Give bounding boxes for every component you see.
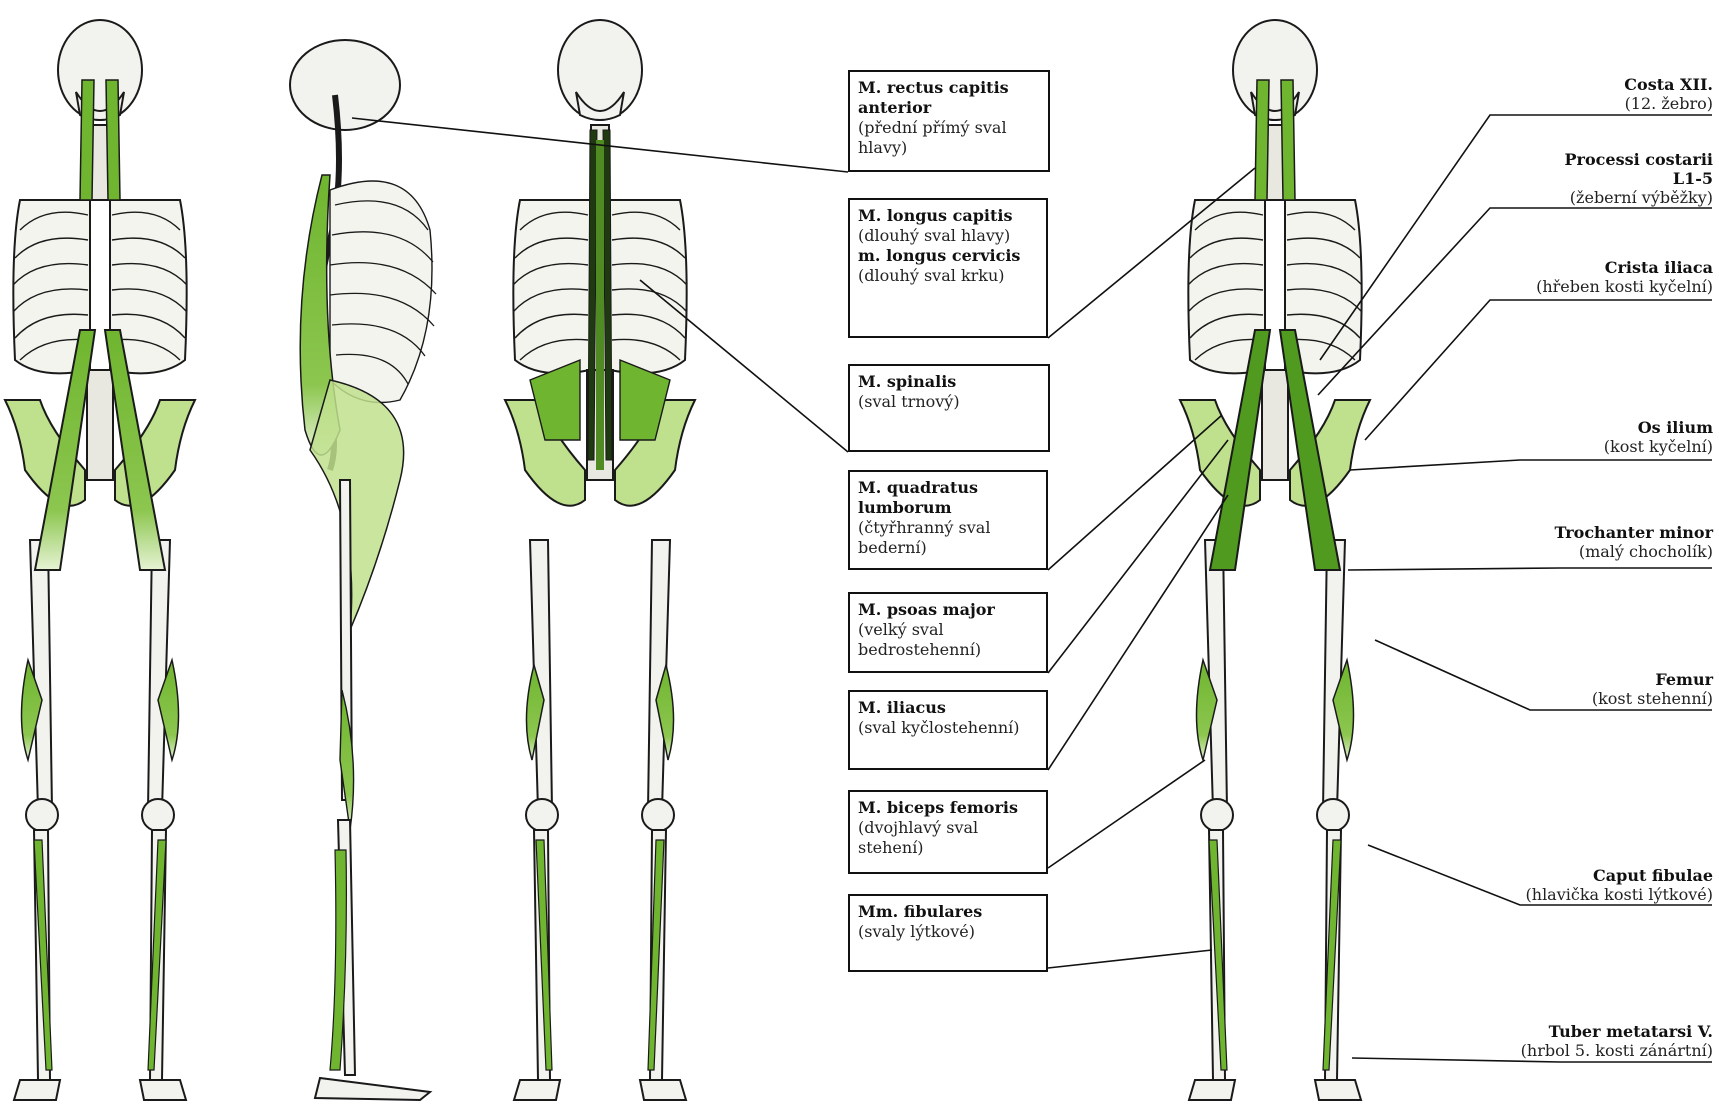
figure-posterior xyxy=(505,20,695,1100)
figure-anterior-right xyxy=(1180,20,1370,1100)
label-os-ilium: Os ilium(kost kyčelní) xyxy=(1453,418,1713,456)
label-crista-iliaca: Crista iliaca(hřeben kosti kyčelní) xyxy=(1453,258,1713,296)
label-biceps-femoris: M. biceps femoris(dvojhlavý sval stehení… xyxy=(848,790,1048,874)
figure-lateral xyxy=(290,40,436,1100)
label-fibulares: Mm. fibulares(svaly lýtkové) xyxy=(848,894,1048,972)
label-longus-capitis: M. longus capitis(dlouhý sval hlavy) m. … xyxy=(848,198,1048,338)
label-tuber-metatarsi: Tuber metatarsi V.(hrbol 5. kosti zánárt… xyxy=(1453,1022,1713,1060)
label-femur: Femur(kost stehenní) xyxy=(1453,670,1713,708)
leader-lines-left xyxy=(352,118,1255,968)
label-quadratus-lumborum: M. quadratus lumborum(čtyřhranný sval be… xyxy=(848,470,1048,570)
label-psoas-major: M. psoas major(velký sval bedrostehenní) xyxy=(848,592,1048,673)
label-rectus-capitis: M. rectus capitis anterior(přední přímý … xyxy=(848,70,1050,172)
label-spinalis: M. spinalis(sval trnový) xyxy=(848,364,1050,452)
label-costa-xii: Costa XII.(12. žebro) xyxy=(1453,75,1713,113)
label-processi-costarii: Processi costarii L1-5(žeberní výběžky) xyxy=(1563,150,1713,207)
label-trochanter-minor: Trochanter minor(malý chocholík) xyxy=(1453,523,1713,561)
label-caput-fibulae: Caput fibulae(hlavička kosti lýtkové) xyxy=(1453,866,1713,904)
figure-anterior xyxy=(5,20,195,1100)
label-iliacus: M. iliacus(sval kyčlostehenní) xyxy=(848,690,1048,770)
